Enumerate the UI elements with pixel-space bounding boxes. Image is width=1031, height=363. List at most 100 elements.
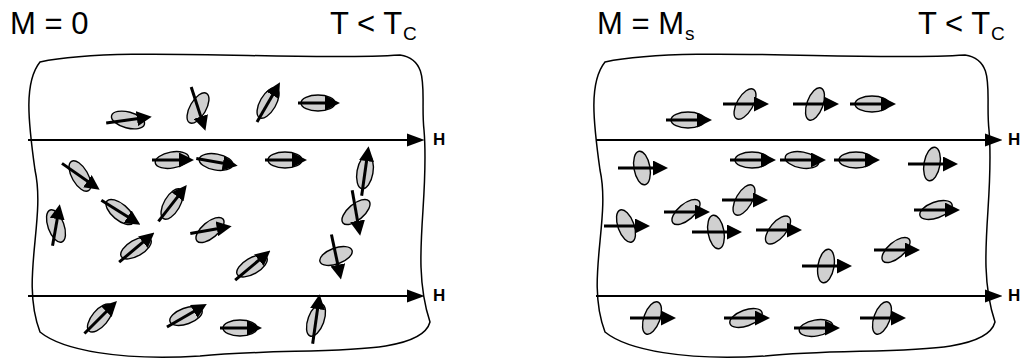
subscript: s bbox=[685, 24, 695, 43]
field-line bbox=[596, 295, 998, 297]
domain-ellipse bbox=[253, 84, 284, 121]
moment-arrow bbox=[723, 103, 763, 106]
moment-arrow bbox=[630, 317, 670, 320]
moment-arrow bbox=[666, 119, 706, 122]
moment-arrow bbox=[664, 211, 704, 214]
field-line bbox=[28, 295, 420, 297]
temperature-label: T < T bbox=[330, 8, 402, 39]
moment-arrow bbox=[220, 327, 256, 330]
magnetic-domain bbox=[908, 146, 952, 182]
magnetic-domain bbox=[730, 152, 770, 168]
moment-arrow bbox=[106, 117, 146, 123]
magnetic-domain bbox=[756, 212, 796, 248]
subscript: C bbox=[403, 24, 417, 43]
moment-arrow bbox=[618, 167, 662, 170]
magnetic-domain bbox=[220, 320, 257, 336]
moment-arrow bbox=[802, 265, 846, 268]
magnetic-domain bbox=[780, 149, 820, 171]
magnetic-domain bbox=[794, 317, 834, 339]
magnetic-domain bbox=[253, 84, 284, 122]
sample-outline bbox=[594, 54, 995, 357]
moment-arrow bbox=[362, 152, 368, 196]
domain-ellipse bbox=[43, 207, 70, 244]
moment-arrow bbox=[331, 234, 339, 273]
magnetic-domain bbox=[834, 152, 874, 168]
magnetic-domain bbox=[196, 151, 234, 173]
magnetic-domain bbox=[62, 157, 95, 194]
magnetic-domain bbox=[303, 300, 330, 344]
moment-arrow bbox=[914, 209, 954, 212]
moment-arrow bbox=[850, 103, 890, 106]
sample-outline bbox=[29, 54, 430, 357]
moment-arrow bbox=[235, 254, 266, 280]
moment-arrow bbox=[119, 236, 150, 262]
field-label: H bbox=[1008, 131, 1020, 148]
moment-arrow bbox=[196, 159, 231, 165]
magnetic-domain bbox=[802, 248, 846, 284]
moment-arrow bbox=[604, 225, 644, 228]
magnetization-label: M = 0 bbox=[10, 8, 88, 39]
magnetic-domain bbox=[666, 112, 706, 128]
moment-arrow bbox=[834, 159, 874, 162]
magnetic-domain bbox=[664, 195, 704, 229]
magnetic-domain bbox=[106, 108, 146, 132]
magnetic-domain bbox=[83, 300, 117, 336]
magnetic-domain bbox=[354, 152, 376, 196]
moment-arrow bbox=[874, 249, 914, 252]
moment-arrow bbox=[190, 227, 225, 233]
moment-arrow bbox=[692, 231, 736, 234]
moment-arrow bbox=[298, 102, 334, 105]
moment-arrow bbox=[53, 210, 59, 245]
magnetic-domain bbox=[692, 214, 736, 250]
magnetic-domain bbox=[874, 233, 914, 267]
magnetic-domain bbox=[190, 213, 228, 247]
magnetic-domain bbox=[233, 251, 270, 282]
domain-ellipse bbox=[157, 185, 188, 222]
moment-arrow bbox=[756, 229, 796, 232]
magnetic-domain bbox=[43, 207, 70, 245]
magnetic-domain bbox=[723, 85, 763, 122]
magnetic-domain bbox=[604, 207, 644, 244]
magnetic-domain bbox=[722, 181, 762, 218]
subscript: C bbox=[991, 24, 1005, 43]
magnetic-domain bbox=[630, 299, 670, 336]
magnetic-domain bbox=[298, 95, 335, 111]
magnetic-domain bbox=[860, 299, 900, 336]
magnetic-domain bbox=[101, 195, 138, 229]
moment-arrow bbox=[780, 159, 820, 162]
magnetic-domain bbox=[183, 87, 214, 127]
magnetic-domain bbox=[338, 190, 374, 229]
domain-ellipse bbox=[233, 251, 270, 282]
domain-ellipse bbox=[102, 195, 138, 229]
magnetic-domain bbox=[618, 150, 662, 186]
moment-arrow bbox=[313, 300, 319, 344]
field-label: H bbox=[433, 287, 445, 304]
moment-arrow bbox=[101, 200, 135, 221]
field-label: H bbox=[433, 131, 445, 148]
moment-arrow bbox=[191, 87, 203, 125]
moment-arrow bbox=[724, 317, 764, 320]
moment-arrow bbox=[152, 159, 188, 162]
moment-arrow bbox=[793, 103, 833, 106]
field-line bbox=[28, 139, 420, 141]
domain-ellipse bbox=[83, 300, 117, 336]
magnetic-domain bbox=[157, 185, 188, 222]
magnetic-domain bbox=[117, 233, 154, 264]
moment-arrow bbox=[265, 159, 301, 162]
moment-arrow bbox=[84, 305, 112, 333]
magnetic-domain bbox=[914, 197, 955, 224]
field-line bbox=[596, 139, 998, 141]
domain-ellipse bbox=[117, 233, 154, 264]
moment-arrow bbox=[860, 317, 900, 320]
moment-arrow bbox=[722, 199, 762, 202]
moment-arrow bbox=[730, 159, 770, 162]
magnetization-label: M = M bbox=[597, 8, 684, 39]
temperature-label: T < T bbox=[918, 8, 990, 39]
magnetic-domain bbox=[850, 96, 890, 112]
moment-arrow bbox=[352, 190, 359, 229]
magnetic-domain bbox=[167, 303, 205, 330]
moment-arrow bbox=[908, 163, 952, 166]
magnetic-domain bbox=[317, 234, 354, 273]
moment-arrow bbox=[158, 190, 183, 222]
